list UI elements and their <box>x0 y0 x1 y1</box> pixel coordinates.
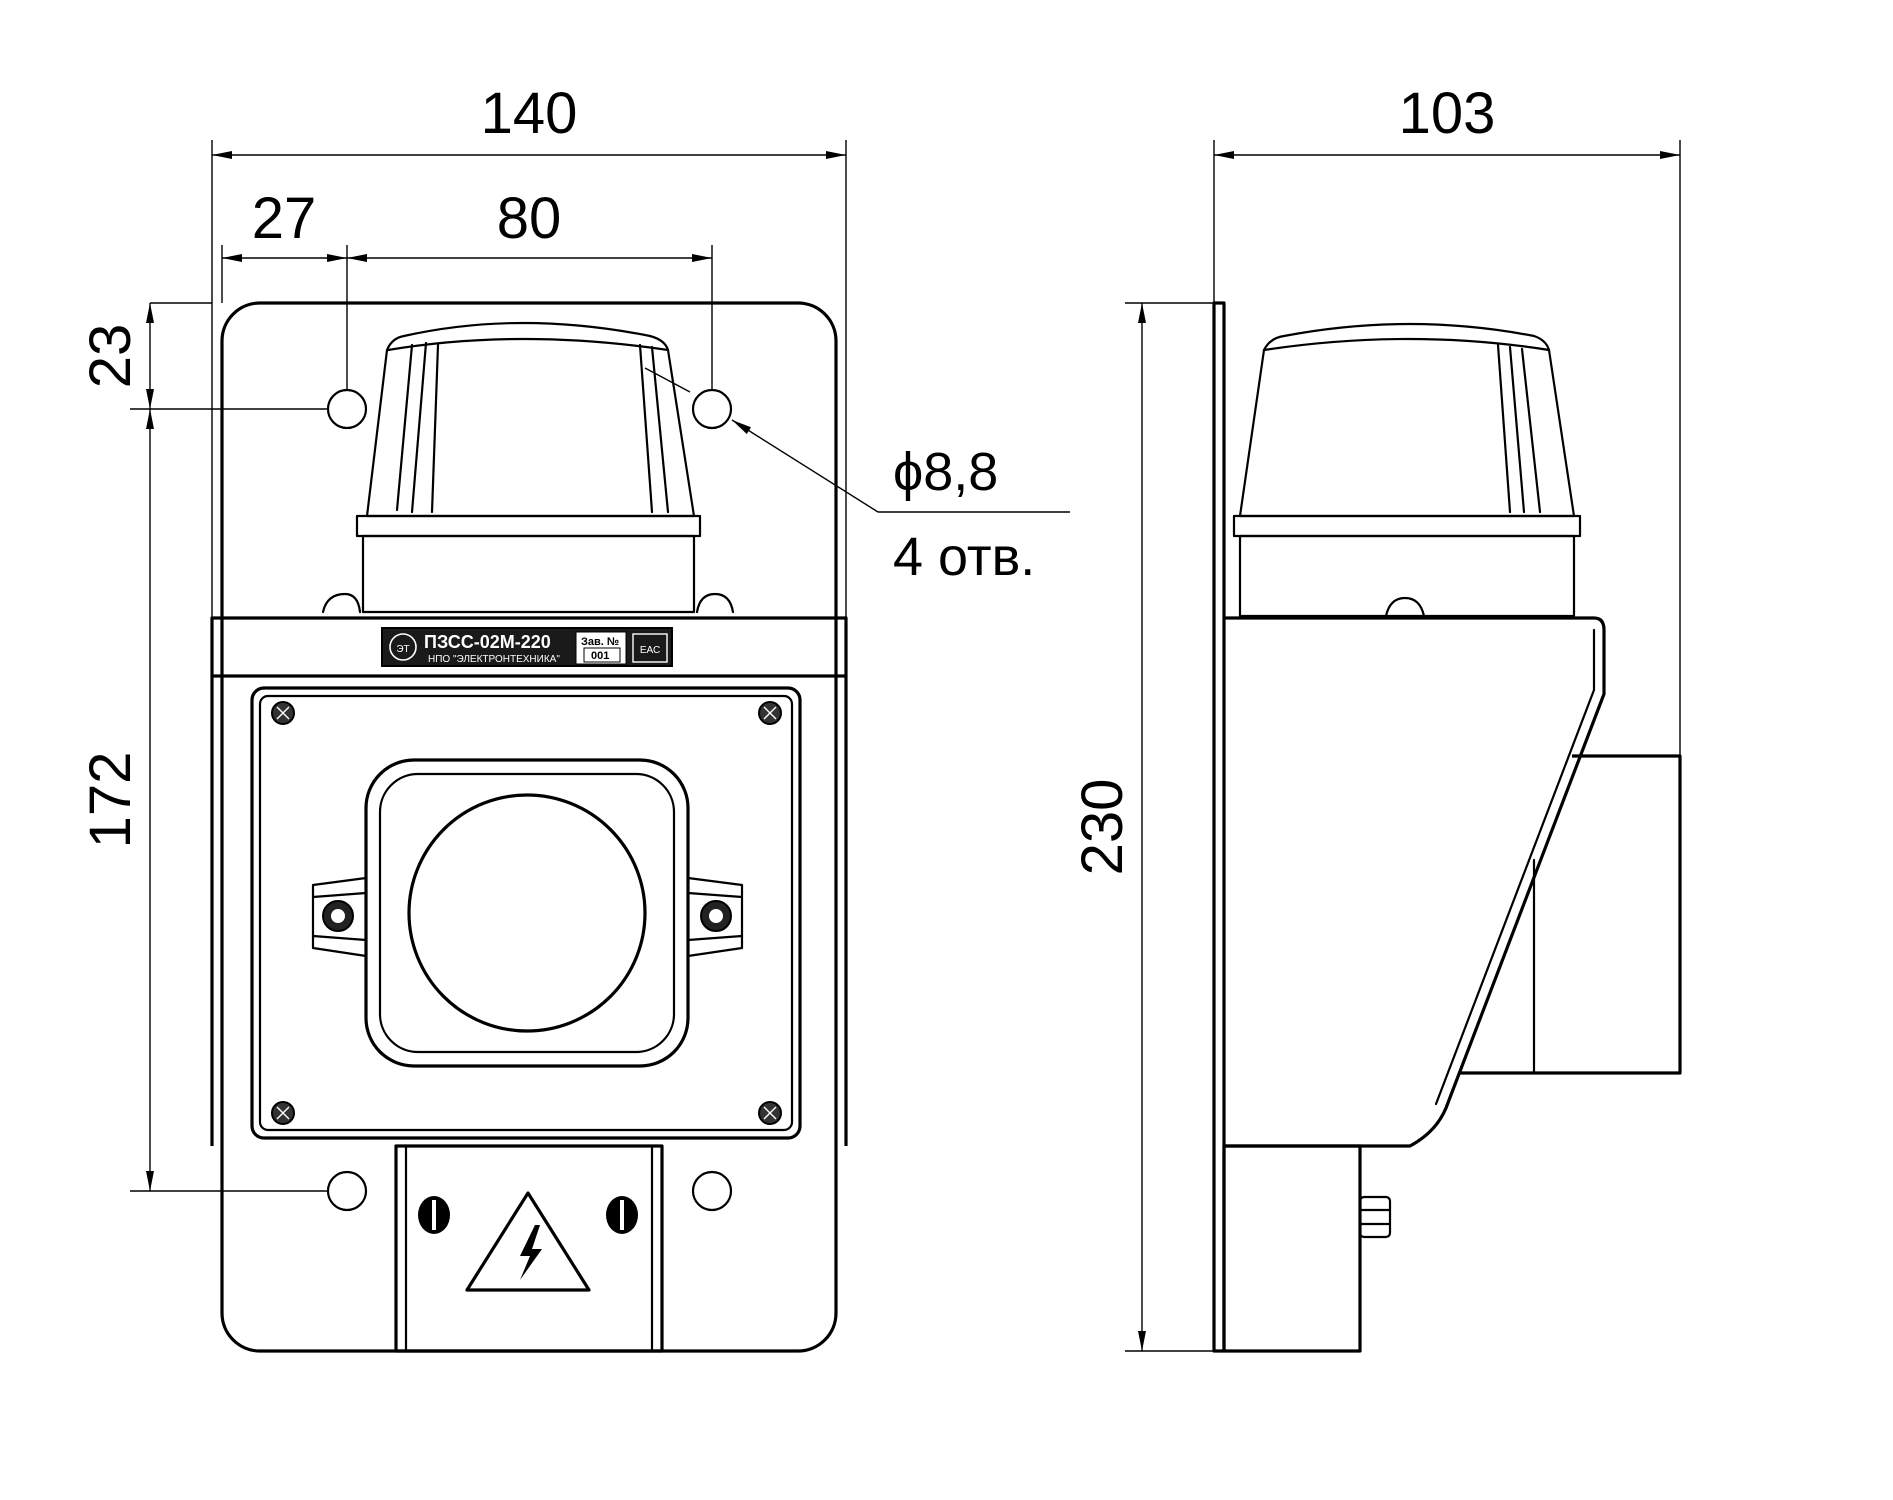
dim-overall-height: 230 <box>1070 779 1135 876</box>
nameplate-manufacturer: НПО "ЭЛЕКТРОНТЕХНИКА" <box>428 654 560 665</box>
mounting-hole-top-left <box>326 388 368 430</box>
side-terminal-block <box>1222 1144 1362 1353</box>
mounting-hole-bottom-right <box>691 1170 733 1212</box>
hole-count-note: 4 отв. <box>893 527 1035 587</box>
body-top-band <box>210 616 848 678</box>
terminal-cover <box>394 1144 664 1353</box>
dim-hole-vertical-spacing: 172 <box>78 752 143 849</box>
dim-edge-to-hole: 27 <box>252 186 317 251</box>
socket-opening <box>407 793 647 1033</box>
dim-depth: 103 <box>1399 81 1496 146</box>
high-voltage-warning-icon <box>465 1191 591 1292</box>
front-view: ЭТ ПЗСС-02М-220 НПО "ЭЛЕКТРОНТЕХНИКА" За… <box>78 81 1070 1353</box>
lamp-dome <box>321 321 735 614</box>
nameplate-model: ПЗСС-02М-220 <box>424 632 551 652</box>
nameplate-cert-mark: ЕАС <box>640 645 660 656</box>
front-dimensions <box>130 140 1070 1192</box>
nameplate-logo: ЭТ <box>396 644 409 655</box>
nameplate: ЭТ ПЗСС-02М-220 НПО "ЭЛЕКТРОНТЕХНИКА" За… <box>381 627 673 667</box>
panel-screws <box>271 701 782 1125</box>
side-body <box>1224 616 1606 1148</box>
side-dimensions <box>1125 140 1681 1352</box>
nameplate-serial-value: 001 <box>591 650 609 662</box>
dim-top-to-hole: 23 <box>78 324 143 389</box>
side-view: 103 230 <box>1070 81 1682 1353</box>
nameplate-serial-label: Зав. № <box>581 636 619 648</box>
dim-overall-width: 140 <box>481 81 578 146</box>
side-lamp-dome <box>1232 322 1582 618</box>
socket-housing <box>311 758 744 1068</box>
side-back-plate <box>1212 301 1226 1353</box>
front-panel <box>250 686 802 1140</box>
body-sides <box>210 676 848 1146</box>
mounting-hole-bottom-left <box>326 1170 368 1212</box>
mounting-hole-top-right <box>691 388 733 430</box>
hole-diameter-note: ϕ8,8 <box>893 442 998 502</box>
side-socket-housing <box>1460 754 1682 1075</box>
dim-hole-spacing: 80 <box>497 186 562 251</box>
